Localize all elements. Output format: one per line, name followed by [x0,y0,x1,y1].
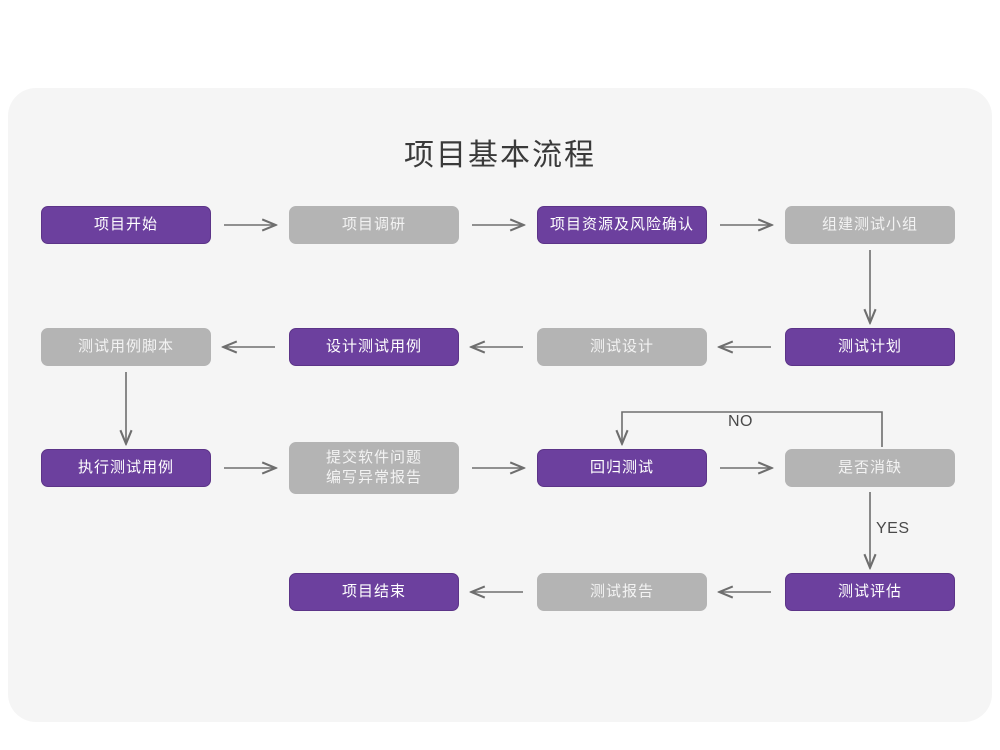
node-label: 是否消缺 [837,458,902,476]
node-test-case-scripts[interactable]: 测试用例脚本 [41,328,211,366]
node-label: 回归测试 [589,458,654,476]
node-label: 测试设计 [589,337,654,355]
node-label: 项目资源及风险确认 [549,215,694,233]
node-test-report[interactable]: 测试报告 [537,573,707,611]
node-label: 提交软件问题编写异常报告 [325,448,422,486]
node-test-evaluation[interactable]: 测试评估 [785,573,955,611]
node-build-test-team[interactable]: 组建测试小组 [785,206,955,244]
node-label: 测试用例脚本 [77,337,174,355]
node-label: 测试评估 [837,582,902,600]
node-project-start[interactable]: 项目开始 [41,206,211,244]
node-test-design[interactable]: 测试设计 [537,328,707,366]
node-test-plan[interactable]: 测试计划 [785,328,955,366]
node-label: 设计测试用例 [325,337,422,355]
node-label: 项目结束 [341,582,406,600]
node-defects-cleared[interactable]: 是否消缺 [785,449,955,487]
node-regression-test[interactable]: 回归测试 [537,449,707,487]
node-label: 项目开始 [93,215,158,233]
node-label: 测试报告 [589,582,654,600]
node-label: 测试计划 [837,337,902,355]
page-title: 项目基本流程 [404,139,596,172]
diagram-card [8,88,992,722]
node-label: 执行测试用例 [77,458,174,476]
node-resource-risk-confirm[interactable]: 项目资源及风险确认 [537,206,707,244]
node-label: 组建测试小组 [821,215,918,233]
node-design-test-cases[interactable]: 设计测试用例 [289,328,459,366]
edge-label-yes: YES [876,520,910,537]
node-execute-test-cases[interactable]: 执行测试用例 [41,449,211,487]
node-project-research[interactable]: 项目调研 [289,206,459,244]
node-submit-issues-report[interactable]: 提交软件问题编写异常报告 [289,442,459,494]
edge-label-no: NO [728,413,753,430]
node-label: 项目调研 [341,215,406,233]
node-project-end[interactable]: 项目结束 [289,573,459,611]
